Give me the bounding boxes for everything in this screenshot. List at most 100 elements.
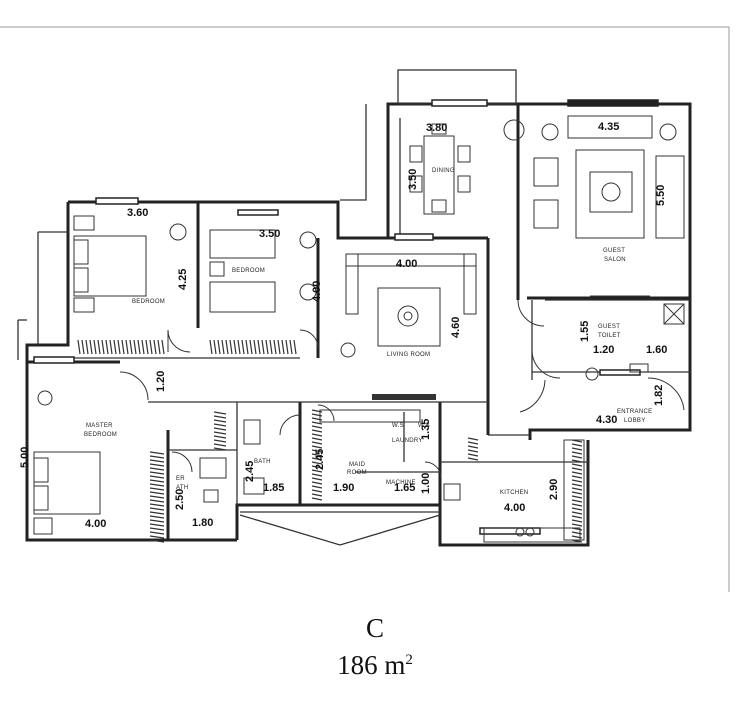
floor-plan: BEDROOM BEDROOM LIVING ROOM DINING GUEST…: [0, 26, 730, 592]
wardrobe-hatch-line: [221, 339, 225, 355]
wardrobe-hatch-line: [149, 455, 165, 459]
label-wc-1: W.S: [392, 423, 404, 429]
label-guest-toilet-1: GUEST: [598, 324, 620, 330]
wardrobe-hatch-line: [213, 419, 227, 423]
wardrobe-hatch-line: [117, 339, 121, 355]
wardrobe-hatch-line: [311, 421, 323, 425]
dim-master-bath-width: 1.80: [192, 517, 213, 529]
wardrobe-hatch-line: [293, 339, 297, 355]
dim-kitchen-width: 4.00: [504, 502, 525, 514]
wardrobe-hatch-line: [571, 503, 583, 507]
wardrobe-hatch-line: [311, 449, 323, 453]
dim-bath-depth: 2.45: [244, 461, 256, 482]
wardrobe-hatch-line: [149, 511, 165, 515]
wardrobe-hatch-line: [571, 475, 583, 479]
dim-master-bath-depth: 2.50: [174, 489, 186, 510]
wardrobe-hatch-line: [213, 411, 227, 415]
wardrobe-hatch-line: [571, 467, 583, 471]
master-bedroom-furniture: [33, 390, 101, 535]
plan-code: C: [365, 613, 384, 643]
wardrobe-hatch-line: [105, 339, 109, 355]
label-machine: MACHINE: [386, 480, 416, 486]
wardrobe-hatches: [77, 339, 583, 543]
wardrobe-hatch-line: [571, 463, 583, 467]
wardrobe-hatch-line: [311, 485, 323, 489]
plan-area-unit-exponent: 2: [405, 652, 413, 668]
dim-master-depth: 5.00: [19, 447, 31, 468]
wardrobe-hatch-line: [571, 507, 583, 511]
wardrobe-hatch-line: [277, 339, 281, 355]
wardrobe-hatch-line: [149, 479, 165, 483]
wardrobe-hatch-line: [149, 519, 165, 523]
wardrobe-hatch-line: [265, 339, 269, 355]
wardrobe-hatch-line: [213, 447, 227, 451]
wardrobe-hatch-line: [311, 461, 323, 465]
wardrobe-hatch-line: [149, 467, 165, 471]
dim-toilet-width-a: 1.20: [593, 344, 614, 356]
wardrobe-hatch-line: [311, 433, 323, 437]
wardrobe-hatch-line: [149, 523, 165, 527]
wardrobe-hatch-line: [149, 487, 165, 491]
wardrobe-hatch-line: [571, 471, 583, 475]
wardrobe-hatch-line: [241, 339, 245, 355]
label-entrance-lobby-1: ENTRANCE: [617, 409, 652, 415]
dim-corridor-width: 1.20: [155, 371, 167, 392]
wardrobe-hatch-line: [149, 451, 165, 455]
dim-lobby-depth: 1.82: [653, 385, 665, 406]
wardrobe-hatch-line: [145, 339, 149, 355]
dim-bedroom-1-width: 3.60: [127, 207, 148, 219]
wardrobe-hatch-line: [311, 473, 323, 477]
wardrobe-hatch-line: [121, 339, 125, 355]
label-guest-salon-1: GUEST: [603, 248, 625, 254]
wardrobe-hatch-line: [311, 437, 323, 441]
dim-living-depth: 4.60: [450, 317, 462, 338]
wardrobe-hatch-line: [85, 339, 89, 355]
wardrobe-hatch-line: [311, 497, 323, 501]
wardrobe-hatch-line: [149, 495, 165, 499]
wardrobe-hatch-line: [467, 441, 479, 445]
wardrobe-hatch-line: [289, 339, 293, 355]
kitchen-counters: [483, 439, 585, 543]
wardrobe-hatch-line: [213, 443, 227, 447]
wardrobe-hatch-line: [149, 339, 153, 355]
wardrobe-hatch-line: [149, 531, 165, 535]
label-bedroom-1: BEDROOM: [132, 299, 165, 305]
wardrobe-hatch-line: [137, 339, 141, 355]
wardrobe-hatch-line: [213, 435, 227, 439]
wardrobe-hatch-line: [571, 447, 583, 451]
dim-bedroom-2-depth: 4.00: [311, 281, 323, 302]
wardrobe-hatch-line: [467, 445, 479, 449]
dim-master-width: 4.00: [85, 518, 106, 530]
wardrobe-hatch-line: [213, 439, 227, 443]
wardrobe-hatch-line: [571, 459, 583, 463]
wardrobe-hatch-line: [311, 465, 323, 469]
wardrobe-hatch-line: [249, 339, 253, 355]
wardrobe-hatch-line: [149, 515, 165, 519]
wardrobe-hatch-line: [311, 477, 323, 481]
wardrobe-hatch-line: [571, 487, 583, 491]
label-master-bedroom-2: BEDROOM: [84, 432, 117, 438]
wardrobe-hatch-line: [81, 339, 85, 355]
wardrobe-hatch-line: [571, 451, 583, 455]
wardrobe-hatch-line: [261, 339, 265, 355]
wardrobe-hatch-line: [467, 457, 479, 461]
wardrobe-hatch-line: [149, 535, 165, 539]
wardrobe-hatch-line: [157, 339, 161, 355]
dimension-labels-vertical: 4.25 4.00 4.60 3.50 5.50 1.55 1.82 1.20 …: [19, 169, 667, 510]
label-dining: DINING: [432, 168, 455, 174]
label-master-bath-2: ATH: [176, 485, 188, 491]
dim-maid-depth: 2.45: [314, 449, 326, 470]
wardrobe-hatch-line: [77, 339, 81, 355]
wardrobe-hatch-line: [571, 523, 583, 527]
plan-area-value: 186 m: [337, 650, 406, 680]
wardrobe-hatch-line: [161, 339, 165, 355]
dim-lobby-width: 4.30: [596, 414, 617, 426]
label-bath: BATH: [254, 459, 271, 465]
wardrobe-hatch-line: [149, 491, 165, 495]
wardrobe-hatch-line: [571, 495, 583, 499]
wardrobe-hatch-line: [281, 339, 285, 355]
label-maid-room-1: MAID: [349, 462, 366, 468]
wardrobe-hatch-line: [245, 339, 249, 355]
wardrobe-hatch-line: [571, 511, 583, 515]
wardrobe-hatch-line: [133, 339, 137, 355]
